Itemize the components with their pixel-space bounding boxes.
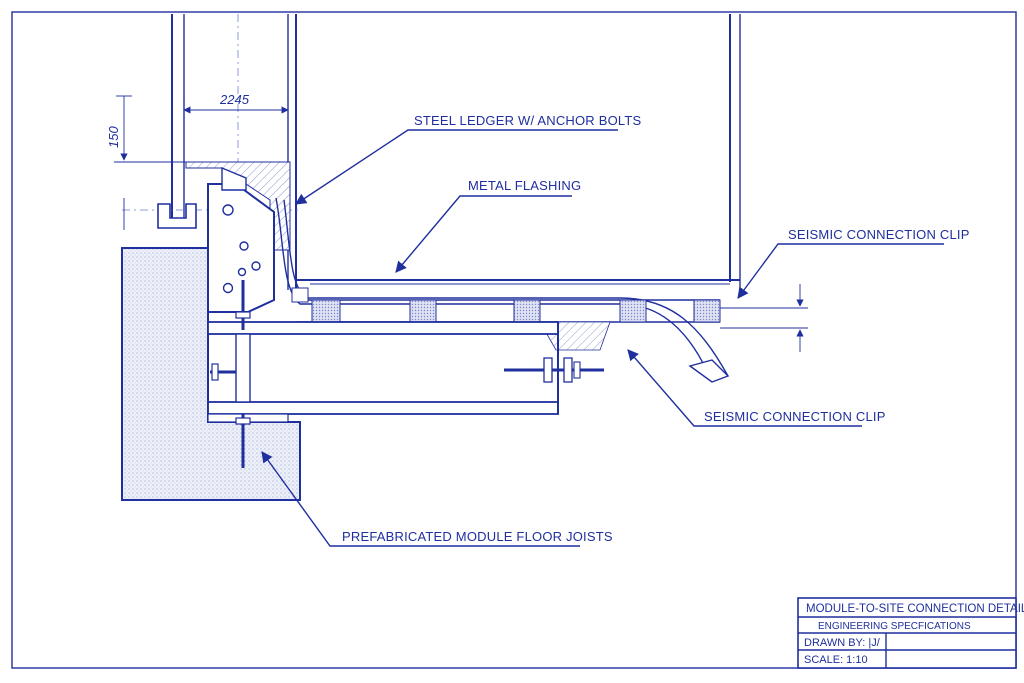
u-channel-clip (157, 203, 197, 229)
label-flashing: METAL FLASHING (468, 178, 581, 193)
sheet-border (11, 11, 1017, 669)
dimension-height-text: 150 (106, 126, 121, 148)
bearing-plate (291, 287, 721, 323)
label-clip-top: SEISMIC CONNECTION CLIP (788, 227, 970, 242)
metal-flashing (275, 197, 730, 383)
leader-joists (261, 451, 580, 547)
title-block-title: MODULE-TO-SITE CONNECTION DETAIL (806, 603, 1024, 615)
dimension-clip (720, 284, 808, 352)
leader-flashing (395, 195, 572, 273)
leader-clip-top (737, 243, 944, 299)
dimension-width-text: 2245 (219, 92, 250, 107)
title-block (797, 597, 1017, 669)
dimension-height (114, 95, 186, 230)
label-joists: PREFABRICATED MODULE FLOOR JOISTS (342, 529, 613, 544)
label-ledger: STEEL LEDGER W/ ANCHOR BOLTS (414, 113, 641, 128)
title-block-drawn-by: DRAWN BY: |J/ (804, 637, 881, 649)
leader-ledger (295, 129, 618, 205)
title-block-subtitle: ENGINEERING SPECFICATIONS (818, 621, 971, 632)
anchor-bolt-top (235, 280, 251, 330)
side-bolt-left (210, 363, 236, 381)
module-box (296, 14, 741, 290)
anchor-bolt-bottom (235, 414, 251, 468)
leader-clip-bottom (627, 349, 862, 427)
ledger-holes (222, 204, 261, 294)
ledger-angle (221, 166, 247, 191)
label-clip-bottom: SEISMIC CONNECTION CLIP (704, 409, 886, 424)
dimension-width (183, 98, 289, 118)
title-block-scale: SCALE: 1:10 (804, 654, 868, 666)
through-bolt-right (504, 357, 604, 383)
floor-joist-beam (207, 321, 559, 423)
